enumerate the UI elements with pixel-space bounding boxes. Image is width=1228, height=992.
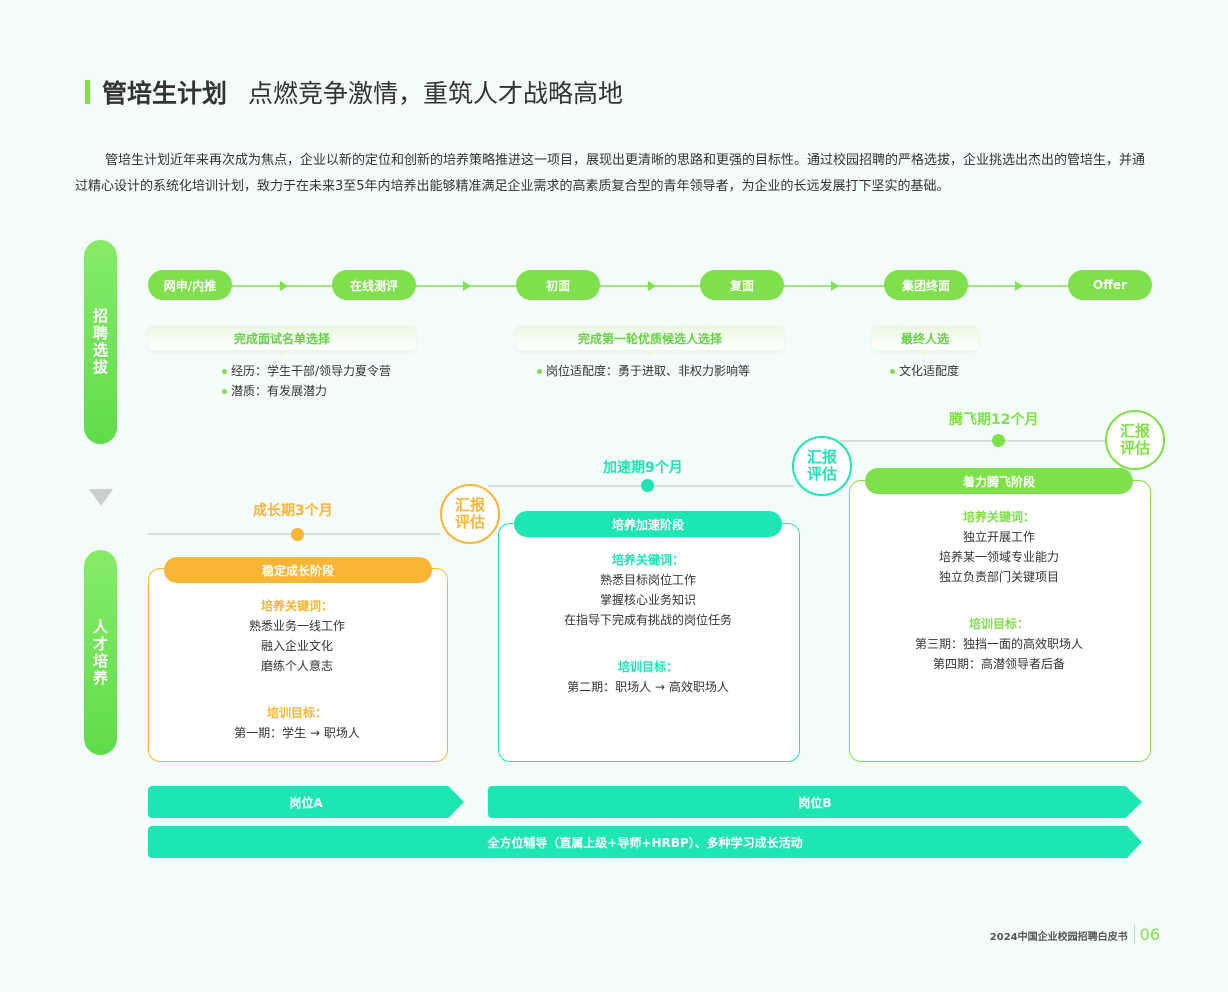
- keyword-item: 磨练个人意志: [260, 659, 333, 673]
- post-b-bar: 岗位B: [488, 786, 1142, 818]
- step-apply: 网申/内推: [148, 270, 232, 300]
- period-dot-growth: [291, 528, 304, 541]
- selection-1-bullet-1: 经历：学生干部/领导力夏令营: [222, 361, 391, 381]
- period-accelerate: 加速期9个月: [603, 460, 683, 476]
- period-takeoff: 腾飞期12个月: [949, 412, 1039, 428]
- goal-item: 第一期：学生 → 职场人: [234, 726, 360, 740]
- stage-title-takeoff: 着力腾飞阶段: [865, 468, 1133, 494]
- keyword-item: 在指导下完成有挑战的岗位任务: [563, 613, 732, 627]
- intro-paragraph: 管培生计划近年来再次成为焦点，企业以新的定位和创新的培养策略推进这一项目，展现出…: [75, 153, 1146, 194]
- down-arrow-icon: [89, 489, 113, 506]
- evaluation-circle-1: 汇报评估: [440, 484, 500, 544]
- bullet-dot-icon: [537, 369, 542, 374]
- keyword-item: 独立负责部门关键项目: [938, 570, 1059, 584]
- keyword-item: 熟悉业务一线工作: [248, 619, 345, 633]
- period-dot-takeoff: [992, 434, 1005, 447]
- period-dot-accelerate: [641, 479, 654, 492]
- footer: 2024中国企业校园招聘白皮书 06: [990, 925, 1160, 944]
- keyword-item: 融入企业文化: [260, 639, 333, 653]
- flow-arrow-icon: [280, 281, 288, 291]
- stage-title-stable: 稳定成长阶段: [164, 557, 432, 583]
- stage-content-stable: 培养关键词： 熟悉业务一线工作 融入企业文化 磨练个人意志 培训目标： 第一期：…: [148, 596, 446, 743]
- page-title: 管培生计划: [102, 79, 228, 108]
- step-online-test: 在线测评: [332, 270, 416, 300]
- bullet-dot-icon: [890, 369, 895, 374]
- selection-box-3: 最终人选: [872, 326, 978, 356]
- goal-heading: 培训目标：: [266, 706, 327, 720]
- step-first-interview: 初面: [516, 270, 600, 300]
- post-a-bar: 岗位A: [148, 786, 464, 818]
- goal-item: 第四期：高潜领导者后备: [932, 657, 1065, 671]
- side-label-recruit: 招聘选拔: [84, 240, 117, 444]
- stage-title-accelerate: 培养加速阶段: [514, 511, 782, 537]
- keyword-item: 熟悉目标岗位工作: [599, 573, 696, 587]
- mentoring-bar: 全方位辅导（直属上级+导师+HRBP）、多种学习成长活动: [148, 826, 1142, 858]
- stage-box-accelerate: [498, 523, 800, 762]
- flow-arrow-icon: [1015, 281, 1023, 291]
- evaluation-circle-2: 汇报评估: [792, 436, 852, 496]
- page-number: 06: [1133, 925, 1160, 944]
- keyword-item: 掌握核心业务知识: [599, 593, 696, 607]
- side-label-train: 人才培养: [84, 550, 117, 755]
- goal-item: 第二期：职场人 → 高效职场人: [567, 680, 729, 694]
- keyword-item: 培养某一领域专业能力: [938, 550, 1059, 564]
- selection-3-bullet-1: 文化适配度: [890, 361, 959, 381]
- goal-heading: 培训目标：: [968, 617, 1029, 631]
- page-subtitle: 点燃竞争激情，重筑人才战略高地: [248, 79, 624, 108]
- keyword-heading: 培养关键词：: [260, 599, 333, 613]
- title-accent-bar: [85, 80, 90, 104]
- step-offer: Offer: [1068, 270, 1152, 300]
- flow-arrow-icon: [831, 281, 839, 291]
- selection-box-1: 完成面试名单选择: [148, 326, 416, 356]
- step-final-interview: 集团终面: [884, 270, 968, 300]
- goal-item: 第三期：独挡一面的高效职场人: [914, 637, 1083, 651]
- flow-arrow-icon: [463, 281, 471, 291]
- stage-content-takeoff: 培养关键词： 独立开展工作 培养某一领域专业能力 独立负责部门关键项目 培训目标…: [849, 507, 1149, 674]
- period-growth: 成长期3个月: [253, 503, 333, 519]
- goal-heading: 培训目标：: [617, 660, 678, 674]
- selection-1-bullet-2: 潜质：有发展潜力: [222, 381, 327, 401]
- timeline-line-takeoff: [840, 440, 1108, 442]
- flow-arrow-icon: [648, 281, 656, 291]
- selection-2-bullet-1: 岗位适配度：勇于进取、非权力影响等: [537, 361, 750, 381]
- stage-box-takeoff: [849, 480, 1151, 762]
- stage-box-stable: [148, 568, 448, 762]
- stage-content-accelerate: 培养关键词： 熟悉目标岗位工作 掌握核心业务知识 在指导下完成有挑战的岗位任务 …: [498, 550, 798, 697]
- keyword-heading: 培养关键词：: [611, 553, 684, 567]
- bullet-dot-icon: [222, 369, 227, 374]
- keyword-heading: 培养关键词：: [962, 510, 1035, 524]
- keyword-item: 独立开展工作: [962, 530, 1035, 544]
- step-second-interview: 复面: [700, 270, 784, 300]
- selection-box-2: 完成第一轮优质候选人选择: [516, 326, 784, 356]
- bullet-dot-icon: [222, 389, 227, 394]
- evaluation-circle-3: 汇报评估: [1105, 410, 1165, 470]
- footer-title: 2024中国企业校园招聘白皮书: [989, 932, 1128, 943]
